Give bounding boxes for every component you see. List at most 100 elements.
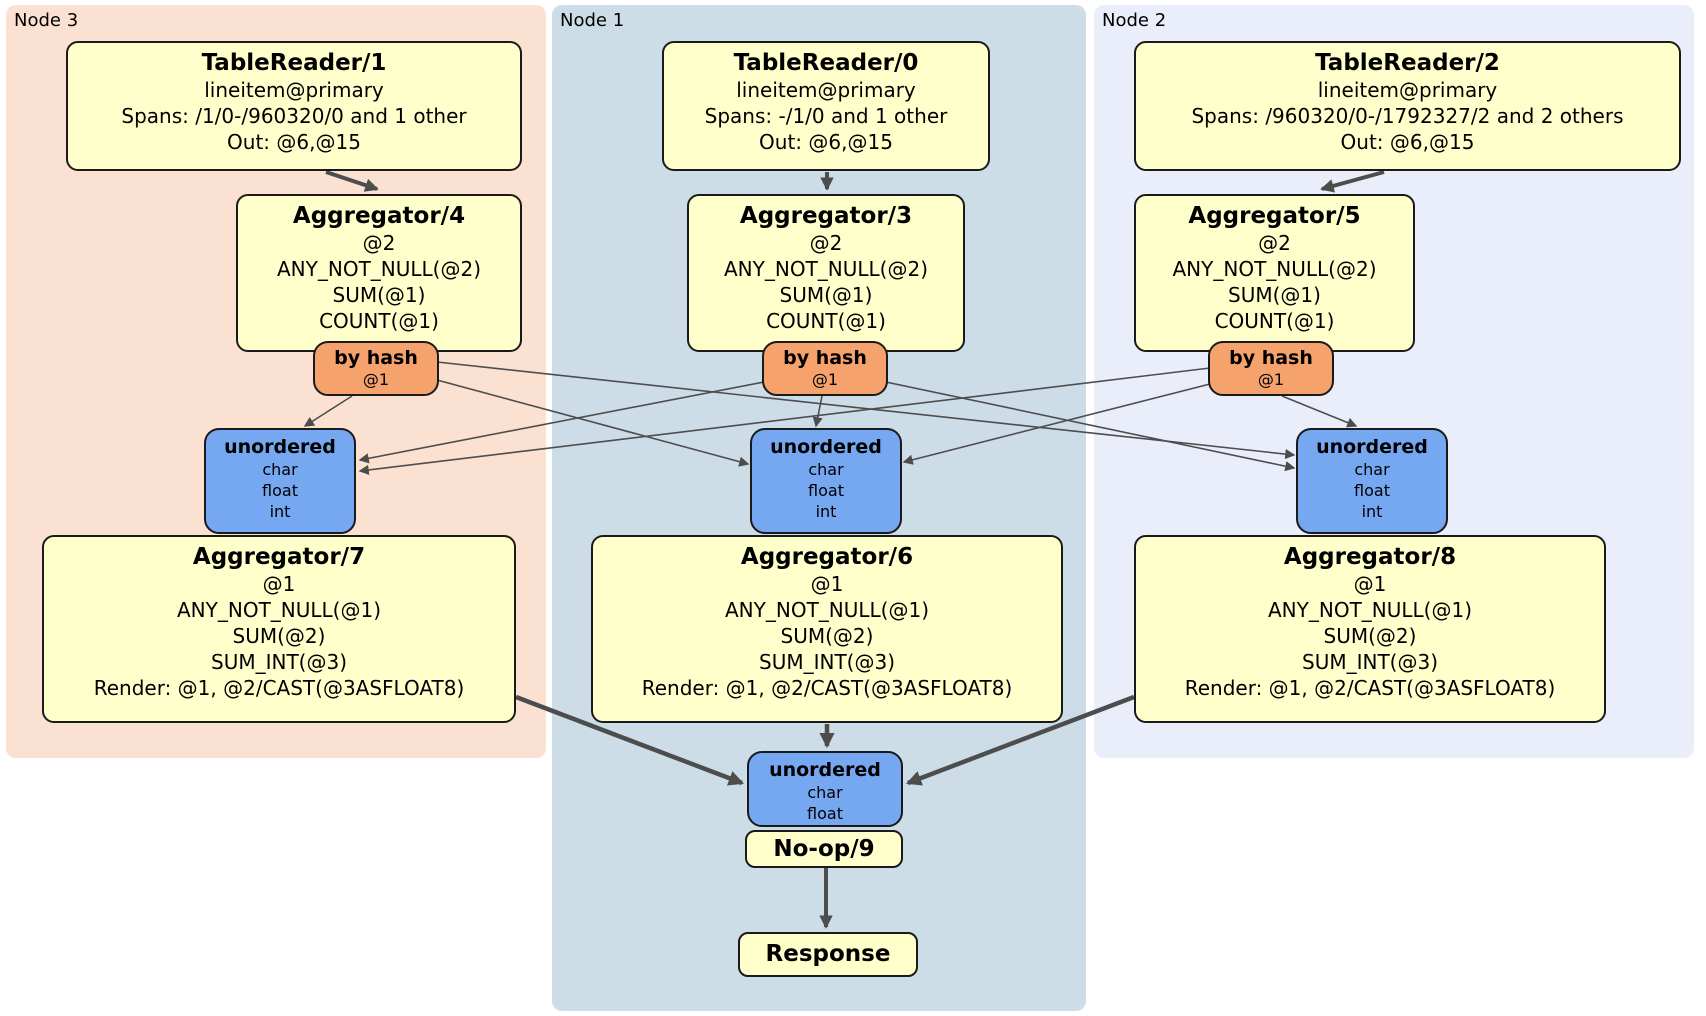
edge-hash3-sync1 bbox=[436, 379, 750, 467]
sync-unordered-node1: unordered char float int bbox=[750, 428, 902, 534]
edge-hash3-sync3 bbox=[303, 395, 353, 427]
sync-final-type: float bbox=[807, 804, 843, 823]
aggregator-7-fn: ANY_NOT_NULL(@1) bbox=[177, 598, 381, 622]
sync-unordered-node3: unordered char float int bbox=[204, 428, 356, 534]
aggregator-6-fn: SUM_INT(@3) bbox=[759, 650, 895, 674]
aggregator-7-title: Aggregator/7 bbox=[192, 544, 366, 570]
hash-router-node2: by hash @1 bbox=[1208, 341, 1334, 396]
aggregator-6-render: Render: @1, @2/CAST(@3ASFLOAT8) bbox=[641, 676, 1013, 700]
hash-router-node2-key: @1 bbox=[1257, 370, 1285, 389]
table-reader-0-index: lineitem@primary bbox=[736, 78, 916, 102]
aggregator-7-box: Aggregator/7 @1 ANY_NOT_NULL(@1) SUM(@2)… bbox=[42, 535, 516, 723]
sync-node3-type: int bbox=[269, 502, 291, 521]
aggregator-8-title: Aggregator/8 bbox=[1283, 544, 1457, 570]
edge-tablereader1-aggregator4 bbox=[325, 170, 379, 192]
aggregator-4-box: Aggregator/4 @2 ANY_NOT_NULL(@2) SUM(@1)… bbox=[236, 194, 522, 352]
edge-aggregator8-finalsync bbox=[905, 694, 1135, 786]
table-reader-1-out: Out: @6,@15 bbox=[227, 130, 361, 154]
hash-router-node3-title: by hash bbox=[334, 347, 418, 369]
aggregator-3-box: Aggregator/3 @2 ANY_NOT_NULL(@2) SUM(@1)… bbox=[687, 194, 965, 352]
table-reader-2-title: TableReader/2 bbox=[1315, 50, 1500, 76]
aggregator-8-fn: SUM_INT(@3) bbox=[1302, 650, 1438, 674]
aggregator-3-group: @2 bbox=[809, 231, 843, 255]
aggregator-6-fn: ANY_NOT_NULL(@1) bbox=[725, 598, 929, 622]
edge-hash2-sync1 bbox=[902, 383, 1211, 465]
aggregator-3-fn: COUNT(@1) bbox=[766, 309, 886, 333]
sync-node1-title: unordered bbox=[770, 436, 882, 458]
aggregator-3-fn: ANY_NOT_NULL(@2) bbox=[724, 257, 928, 281]
table-reader-2-spans: Spans: /960320/0-/1792327/2 and 2 others bbox=[1191, 104, 1624, 128]
sync-node2-type: int bbox=[1361, 502, 1383, 521]
aggregator-6-box: Aggregator/6 @1 ANY_NOT_NULL(@1) SUM(@2)… bbox=[591, 535, 1063, 723]
aggregator-4-fn: ANY_NOT_NULL(@2) bbox=[277, 257, 481, 281]
edge-hash1-sync2 bbox=[885, 381, 1296, 472]
aggregator-7-fn: SUM(@2) bbox=[232, 624, 326, 648]
aggregator-5-fn: SUM(@1) bbox=[1228, 283, 1321, 307]
aggregator-6-fn: SUM(@2) bbox=[780, 624, 874, 648]
sync-node1-type: float bbox=[808, 481, 844, 500]
table-reader-1-spans: Spans: /1/0-/960320/0 and 1 other bbox=[121, 104, 467, 128]
edge-hash3-sync2 bbox=[436, 361, 1296, 460]
table-reader-1-box: TableReader/1 lineitem@primary Spans: /1… bbox=[66, 41, 522, 171]
sync-node1-type: char bbox=[808, 460, 844, 479]
sync-unordered-node2: unordered char float int bbox=[1296, 428, 1448, 534]
aggregator-8-group: @1 bbox=[1353, 572, 1387, 596]
region-node2-label: Node 2 bbox=[1102, 10, 1167, 31]
response-box: Response bbox=[738, 932, 918, 977]
aggregator-4-title: Aggregator/4 bbox=[292, 203, 466, 229]
hash-router-node3-key: @1 bbox=[362, 370, 390, 389]
aggregator-7-group: @1 bbox=[262, 572, 296, 596]
sync-final-title: unordered bbox=[769, 759, 881, 781]
table-reader-1-title: TableReader/1 bbox=[201, 50, 387, 76]
aggregator-6-title: Aggregator/6 bbox=[740, 544, 914, 570]
aggregator-5-group: @2 bbox=[1258, 231, 1291, 255]
edge-tablereader2-aggregator5 bbox=[1320, 170, 1385, 193]
sync-node2-type: char bbox=[1354, 460, 1390, 479]
noop-box: No-op/9 bbox=[745, 830, 903, 868]
hash-router-node2-title: by hash bbox=[1229, 347, 1313, 369]
edge-hash2-sync2 bbox=[1281, 395, 1358, 428]
aggregator-3-fn: SUM(@1) bbox=[779, 283, 873, 307]
table-reader-0-spans: Spans: -/1/0 and 1 other bbox=[704, 104, 948, 128]
region-node1-label: Node 1 bbox=[560, 10, 625, 31]
aggregator-5-fn: ANY_NOT_NULL(@2) bbox=[1172, 257, 1377, 281]
aggregator-7-fn: SUM_INT(@3) bbox=[211, 650, 347, 674]
sync-final-type: char bbox=[807, 783, 843, 802]
aggregator-4-fn: SUM(@1) bbox=[332, 283, 426, 307]
table-reader-0-box: TableReader/0 lineitem@primary Spans: -/… bbox=[662, 41, 990, 171]
aggregator-5-box: Aggregator/5 @2 ANY_NOT_NULL(@2) SUM(@1)… bbox=[1134, 194, 1415, 352]
aggregator-5-title: Aggregator/5 bbox=[1188, 203, 1361, 229]
table-reader-2-index: lineitem@primary bbox=[1317, 78, 1498, 102]
table-reader-0-title: TableReader/0 bbox=[733, 50, 919, 76]
table-reader-2-box: TableReader/2 lineitem@primary Spans: /9… bbox=[1134, 41, 1681, 171]
sync-node1-type: int bbox=[815, 502, 837, 521]
edge-hash1-sync3 bbox=[358, 381, 765, 464]
table-reader-2-out: Out: @6,@15 bbox=[1340, 130, 1475, 154]
aggregator-8-box: Aggregator/8 @1 ANY_NOT_NULL(@1) SUM(@2)… bbox=[1134, 535, 1606, 723]
hash-router-node1-title: by hash bbox=[783, 347, 867, 369]
aggregator-8-render: Render: @1, @2/CAST(@3ASFLOAT8) bbox=[1184, 676, 1556, 700]
sync-node3-title: unordered bbox=[224, 436, 336, 458]
region-node3-label: Node 3 bbox=[14, 10, 79, 31]
aggregator-7-render: Render: @1, @2/CAST(@3ASFLOAT8) bbox=[93, 676, 465, 700]
sync-node3-type: float bbox=[262, 481, 298, 500]
table-reader-0-out: Out: @6,@15 bbox=[759, 130, 893, 154]
edge-hash1-sync1 bbox=[812, 395, 823, 428]
sync-node3-type: char bbox=[262, 460, 298, 479]
aggregator-4-group: @2 bbox=[362, 231, 396, 255]
sync-node2-type: float bbox=[1354, 481, 1390, 500]
table-reader-1-index: lineitem@primary bbox=[204, 78, 384, 102]
aggregator-8-fn: SUM(@2) bbox=[1323, 624, 1417, 648]
aggregator-4-fn: COUNT(@1) bbox=[319, 309, 439, 333]
aggregator-6-group: @1 bbox=[810, 572, 844, 596]
edge-hash2-sync3 bbox=[358, 367, 1211, 476]
hash-router-node3: by hash @1 bbox=[313, 341, 439, 396]
aggregator-8-fn: ANY_NOT_NULL(@1) bbox=[1268, 598, 1472, 622]
sync-node2-title: unordered bbox=[1316, 436, 1428, 458]
hash-router-node1: by hash @1 bbox=[762, 341, 888, 396]
sync-unordered-final: unordered char float bbox=[747, 751, 903, 827]
aggregator-3-title: Aggregator/3 bbox=[739, 203, 913, 229]
edge-aggregator7-finalsync bbox=[515, 694, 745, 786]
